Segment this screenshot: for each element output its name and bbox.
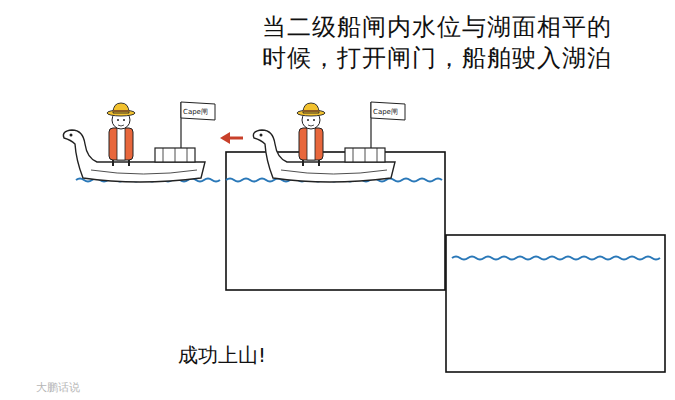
flag-label: Cape闸 xyxy=(373,108,398,117)
heading-text: 当二级船闸内水位与湖面相平的 时候，打开闸门，船舶驶入湖泊 xyxy=(262,12,642,74)
watermark: 大鹏话说 xyxy=(36,380,80,395)
flag-label: Cape闸 xyxy=(183,108,208,117)
slogan-text: 成功上山! xyxy=(178,342,266,369)
water-wave xyxy=(452,257,660,260)
